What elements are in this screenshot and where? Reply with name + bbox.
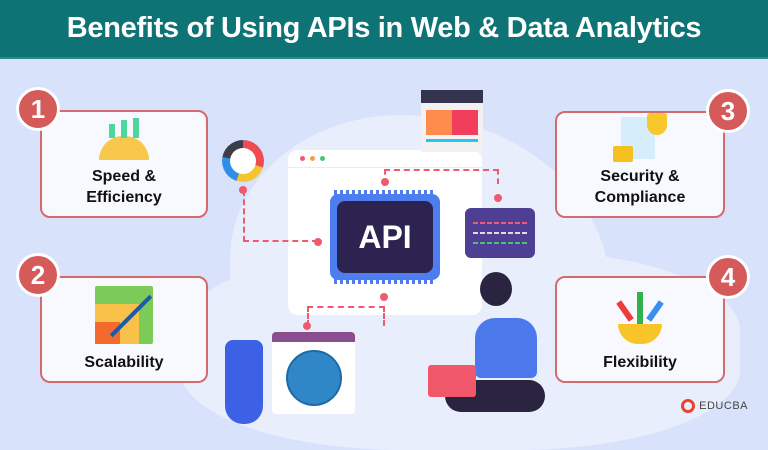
benefit-label: Flexibility	[603, 354, 677, 371]
connector-line	[307, 306, 385, 326]
connector-dot	[380, 293, 388, 301]
benefit-card-scalability: Scalability	[40, 276, 208, 383]
connector-line	[243, 190, 318, 242]
title-banner: Benefits of Using APIs in Web & Data Ana…	[0, 0, 768, 59]
brand-logo: EDUCBA	[681, 399, 748, 413]
connector-dot	[314, 238, 322, 246]
laptop-icon	[428, 365, 476, 397]
speedometer-gear-arrows-icon	[99, 118, 149, 160]
connector-dot	[239, 186, 247, 194]
benefit-label: Compliance	[594, 189, 686, 206]
analytics-donut-icon	[222, 140, 264, 182]
page-title: Benefits of Using APIs in Web & Data Ana…	[66, 12, 702, 44]
globe-window-icon	[272, 332, 355, 414]
lock-shield-document-icon	[613, 113, 667, 162]
connector-dot	[494, 194, 502, 202]
benefit-label: Efficiency	[86, 189, 162, 206]
connector-line	[384, 169, 499, 184]
number-badge-1: 1	[16, 87, 60, 131]
number-badge-2: 2	[16, 253, 60, 297]
globe-icon	[285, 350, 342, 406]
benefit-label: Security &	[600, 168, 680, 185]
brand-name: EDUCBA	[699, 400, 748, 412]
connector-dot	[303, 322, 311, 330]
gear-branching-arrows-icon	[616, 292, 664, 344]
scale-resize-icon	[95, 286, 153, 344]
connector-dot	[381, 178, 389, 186]
benefit-card-security: Security & Compliance	[555, 111, 725, 218]
benefit-card-speed: Speed & Efficiency	[40, 110, 208, 218]
code-window-icon	[465, 208, 535, 258]
benefit-label: Speed &	[91, 168, 156, 185]
web-page-icon	[421, 90, 483, 152]
educba-logo-icon	[681, 399, 696, 413]
api-chip: API	[330, 190, 440, 284]
benefit-card-flexibility: Flexibility	[555, 276, 725, 383]
vase-plant-icon	[225, 340, 263, 424]
api-label: API	[358, 218, 412, 255]
benefit-label: Scalability	[84, 354, 164, 371]
person-with-laptop	[428, 270, 550, 420]
number-badge-4: 4	[706, 255, 750, 299]
number-badge-3: 3	[706, 89, 750, 133]
